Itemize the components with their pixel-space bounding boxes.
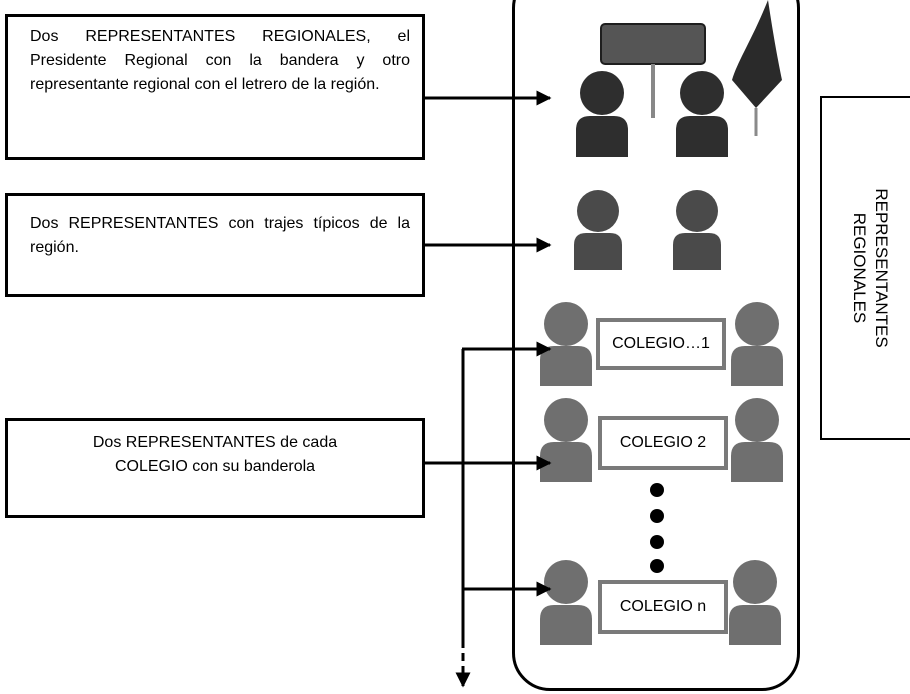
note-typical-text: Dos REPRESENTANTES con trajes típicos de…	[30, 215, 410, 256]
note-school-line2: COLEGIO con su banderola	[114, 458, 316, 475]
person-icon	[540, 302, 592, 386]
person-icon	[540, 398, 592, 482]
note-school-line1: Dos REPRESENTANTES de cada	[92, 434, 338, 451]
ellipsis-dots-icon	[650, 483, 664, 573]
person-icon	[576, 71, 628, 157]
school-banner-2: COLEGIO 2	[598, 416, 728, 470]
person-icon	[676, 71, 728, 157]
side-label-box: REPRESENTANTES REGIONALES	[820, 96, 910, 440]
sign-board-icon	[600, 23, 706, 118]
note-school-representatives: Dos REPRESENTANTES de cada COLEGIO con s…	[5, 418, 425, 518]
school-connector	[455, 341, 552, 688]
person-icon	[574, 190, 622, 270]
person-icon	[673, 190, 721, 270]
school-banner-1: COLEGIO…1	[596, 318, 726, 370]
note-regional-representatives: Dos REPRESENTANTES REGIONALES, el Presid…	[5, 14, 425, 160]
school-banner-1-label: COLEGIO…1	[612, 335, 710, 352]
person-icon	[731, 398, 783, 482]
flag-icon	[732, 0, 782, 136]
person-icon	[731, 302, 783, 386]
note-typical-costumes: Dos REPRESENTANTES con trajes típicos de…	[5, 193, 425, 297]
school-banner-n: COLEGIO n	[598, 580, 728, 634]
person-icon	[729, 560, 781, 645]
note-regional-text: Dos REPRESENTANTES REGIONALES, el Presid…	[30, 28, 410, 93]
person-icon	[540, 560, 592, 645]
school-banner-2-label: COLEGIO 2	[619, 434, 707, 451]
school-banner-n-label: COLEGIO n	[619, 598, 707, 615]
